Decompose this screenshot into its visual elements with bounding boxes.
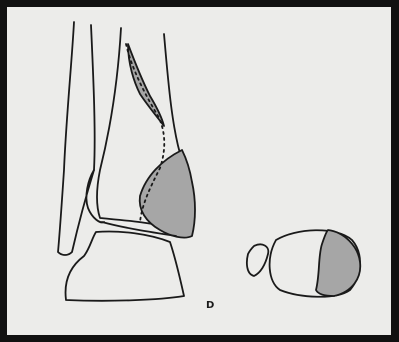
medial-malleolus-fragment bbox=[140, 150, 195, 238]
axial-fibula bbox=[247, 244, 268, 276]
talus bbox=[66, 231, 184, 300]
panel-label: D bbox=[206, 300, 214, 311]
fibula bbox=[58, 22, 95, 255]
fibula-inner-line bbox=[86, 170, 104, 222]
posterior-fragment bbox=[128, 44, 164, 126]
